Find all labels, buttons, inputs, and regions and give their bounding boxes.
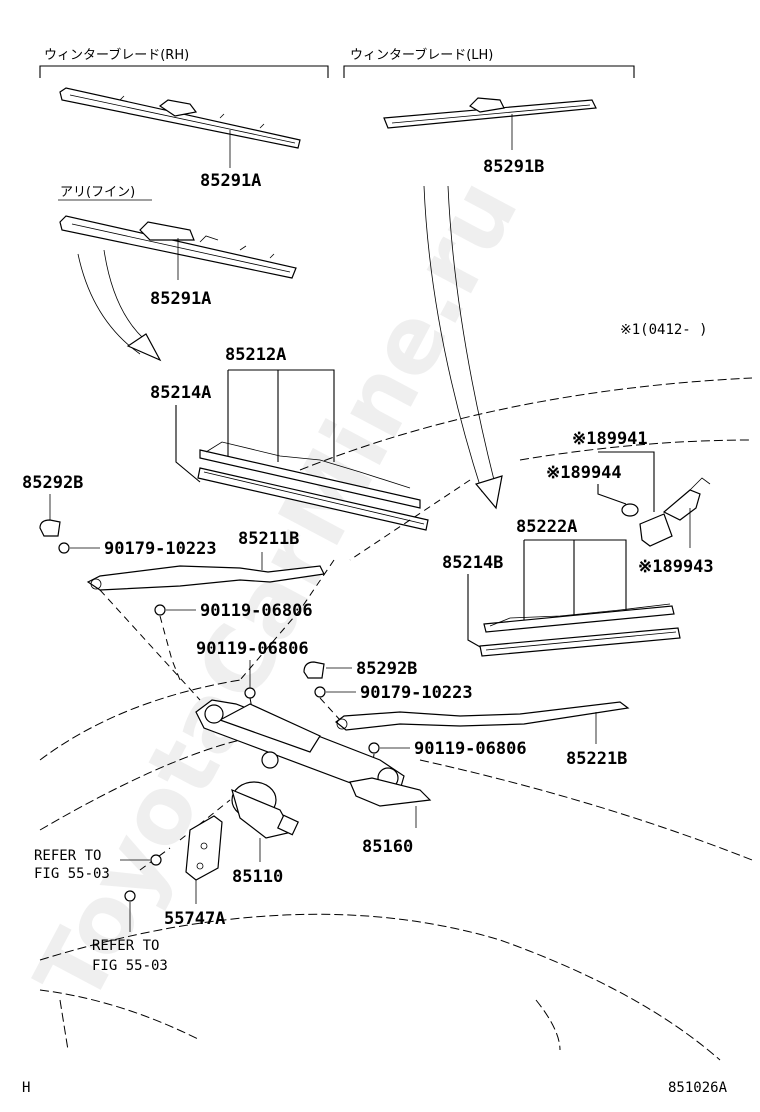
part-label-89941: ※189941 [572, 429, 648, 449]
part-label-90119-06806-a: 90119-06806 [200, 601, 313, 621]
note-date: ※1(0412- ) [620, 322, 708, 338]
part-label-55747A: 55747A [164, 909, 225, 929]
part-label-85292B-left: 85292B [22, 473, 83, 493]
header-bracket-lh [343, 65, 635, 78]
refer-label-1-line1[interactable]: REFER TO [34, 848, 101, 864]
part-label-90119-06806-c: 90119-06806 [414, 739, 527, 759]
header-rh-label: ウィンターブレード(RH) [44, 47, 189, 63]
part-label-85110: 85110 [232, 867, 283, 887]
part-label-85221B: 85221B [566, 749, 627, 769]
part-label-85222A: 85222A [516, 517, 577, 537]
part-label-85214B: 85214B [442, 553, 503, 573]
wiper-arm-right [86, 565, 325, 591]
part-label-85211B: 85211B [238, 529, 299, 549]
part-label-89943: ※189943 [638, 557, 714, 577]
footer-left-code: H [22, 1080, 30, 1096]
cap-right [303, 661, 325, 679]
part-label-90179-10223-right: 90179-10223 [360, 683, 473, 703]
car-body-outline [39, 377, 753, 1061]
assembly-leaders [99, 479, 471, 871]
blade-assembly-b [479, 603, 681, 657]
part-label-85292B-right: 85292B [356, 659, 417, 679]
washer-nozzle [621, 477, 711, 547]
nut-left [58, 542, 70, 554]
arrow-right [423, 185, 503, 510]
part-label-85291A-lower: 85291A [150, 289, 211, 309]
refer-bolt-2 [124, 890, 136, 902]
part-label-85212A: 85212A [225, 345, 286, 365]
watermark: ToyotaCarMine.ru [15, 162, 539, 1020]
part-label-85291B: 85291B [483, 157, 544, 177]
header-lh-label: ウィンターブレード(LH) [350, 47, 493, 63]
fine-blade-label: アリ(フイン) [60, 185, 135, 200]
refer-label-2-line1[interactable]: REFER TO [92, 938, 159, 954]
header-bracket-rh [39, 65, 329, 78]
cap-left [39, 519, 61, 537]
wiper-motor [231, 781, 300, 839]
arrow-left [77, 249, 162, 362]
footer-figure-code: 851026A [668, 1080, 728, 1096]
bolt-a [154, 604, 166, 616]
part-label-89944: ※189944 [546, 463, 622, 483]
refer-label-2-line2[interactable]: FIG 55-03 [92, 958, 168, 974]
motor-bracket [185, 815, 223, 881]
refer-label-1-line2[interactable]: FIG 55-03 [34, 866, 110, 882]
part-label-85160: 85160 [362, 837, 413, 857]
part-label-90119-06806-b: 90119-06806 [196, 639, 309, 659]
blade-assembly-a [197, 441, 429, 531]
bolt-c [368, 742, 380, 754]
wiper-arm-left [335, 701, 630, 731]
nut-right [314, 686, 326, 698]
refer-bolt-1 [150, 854, 162, 866]
part-label-85214A: 85214A [150, 383, 211, 403]
winter-blade-rh [59, 87, 301, 149]
winter-blade-lh [383, 97, 597, 129]
wiper-linkage [195, 699, 432, 807]
part-label-90179-10223-left: 90179-10223 [104, 539, 217, 559]
bolt-b [244, 687, 256, 699]
part-label-85291A-top: 85291A [200, 171, 261, 191]
